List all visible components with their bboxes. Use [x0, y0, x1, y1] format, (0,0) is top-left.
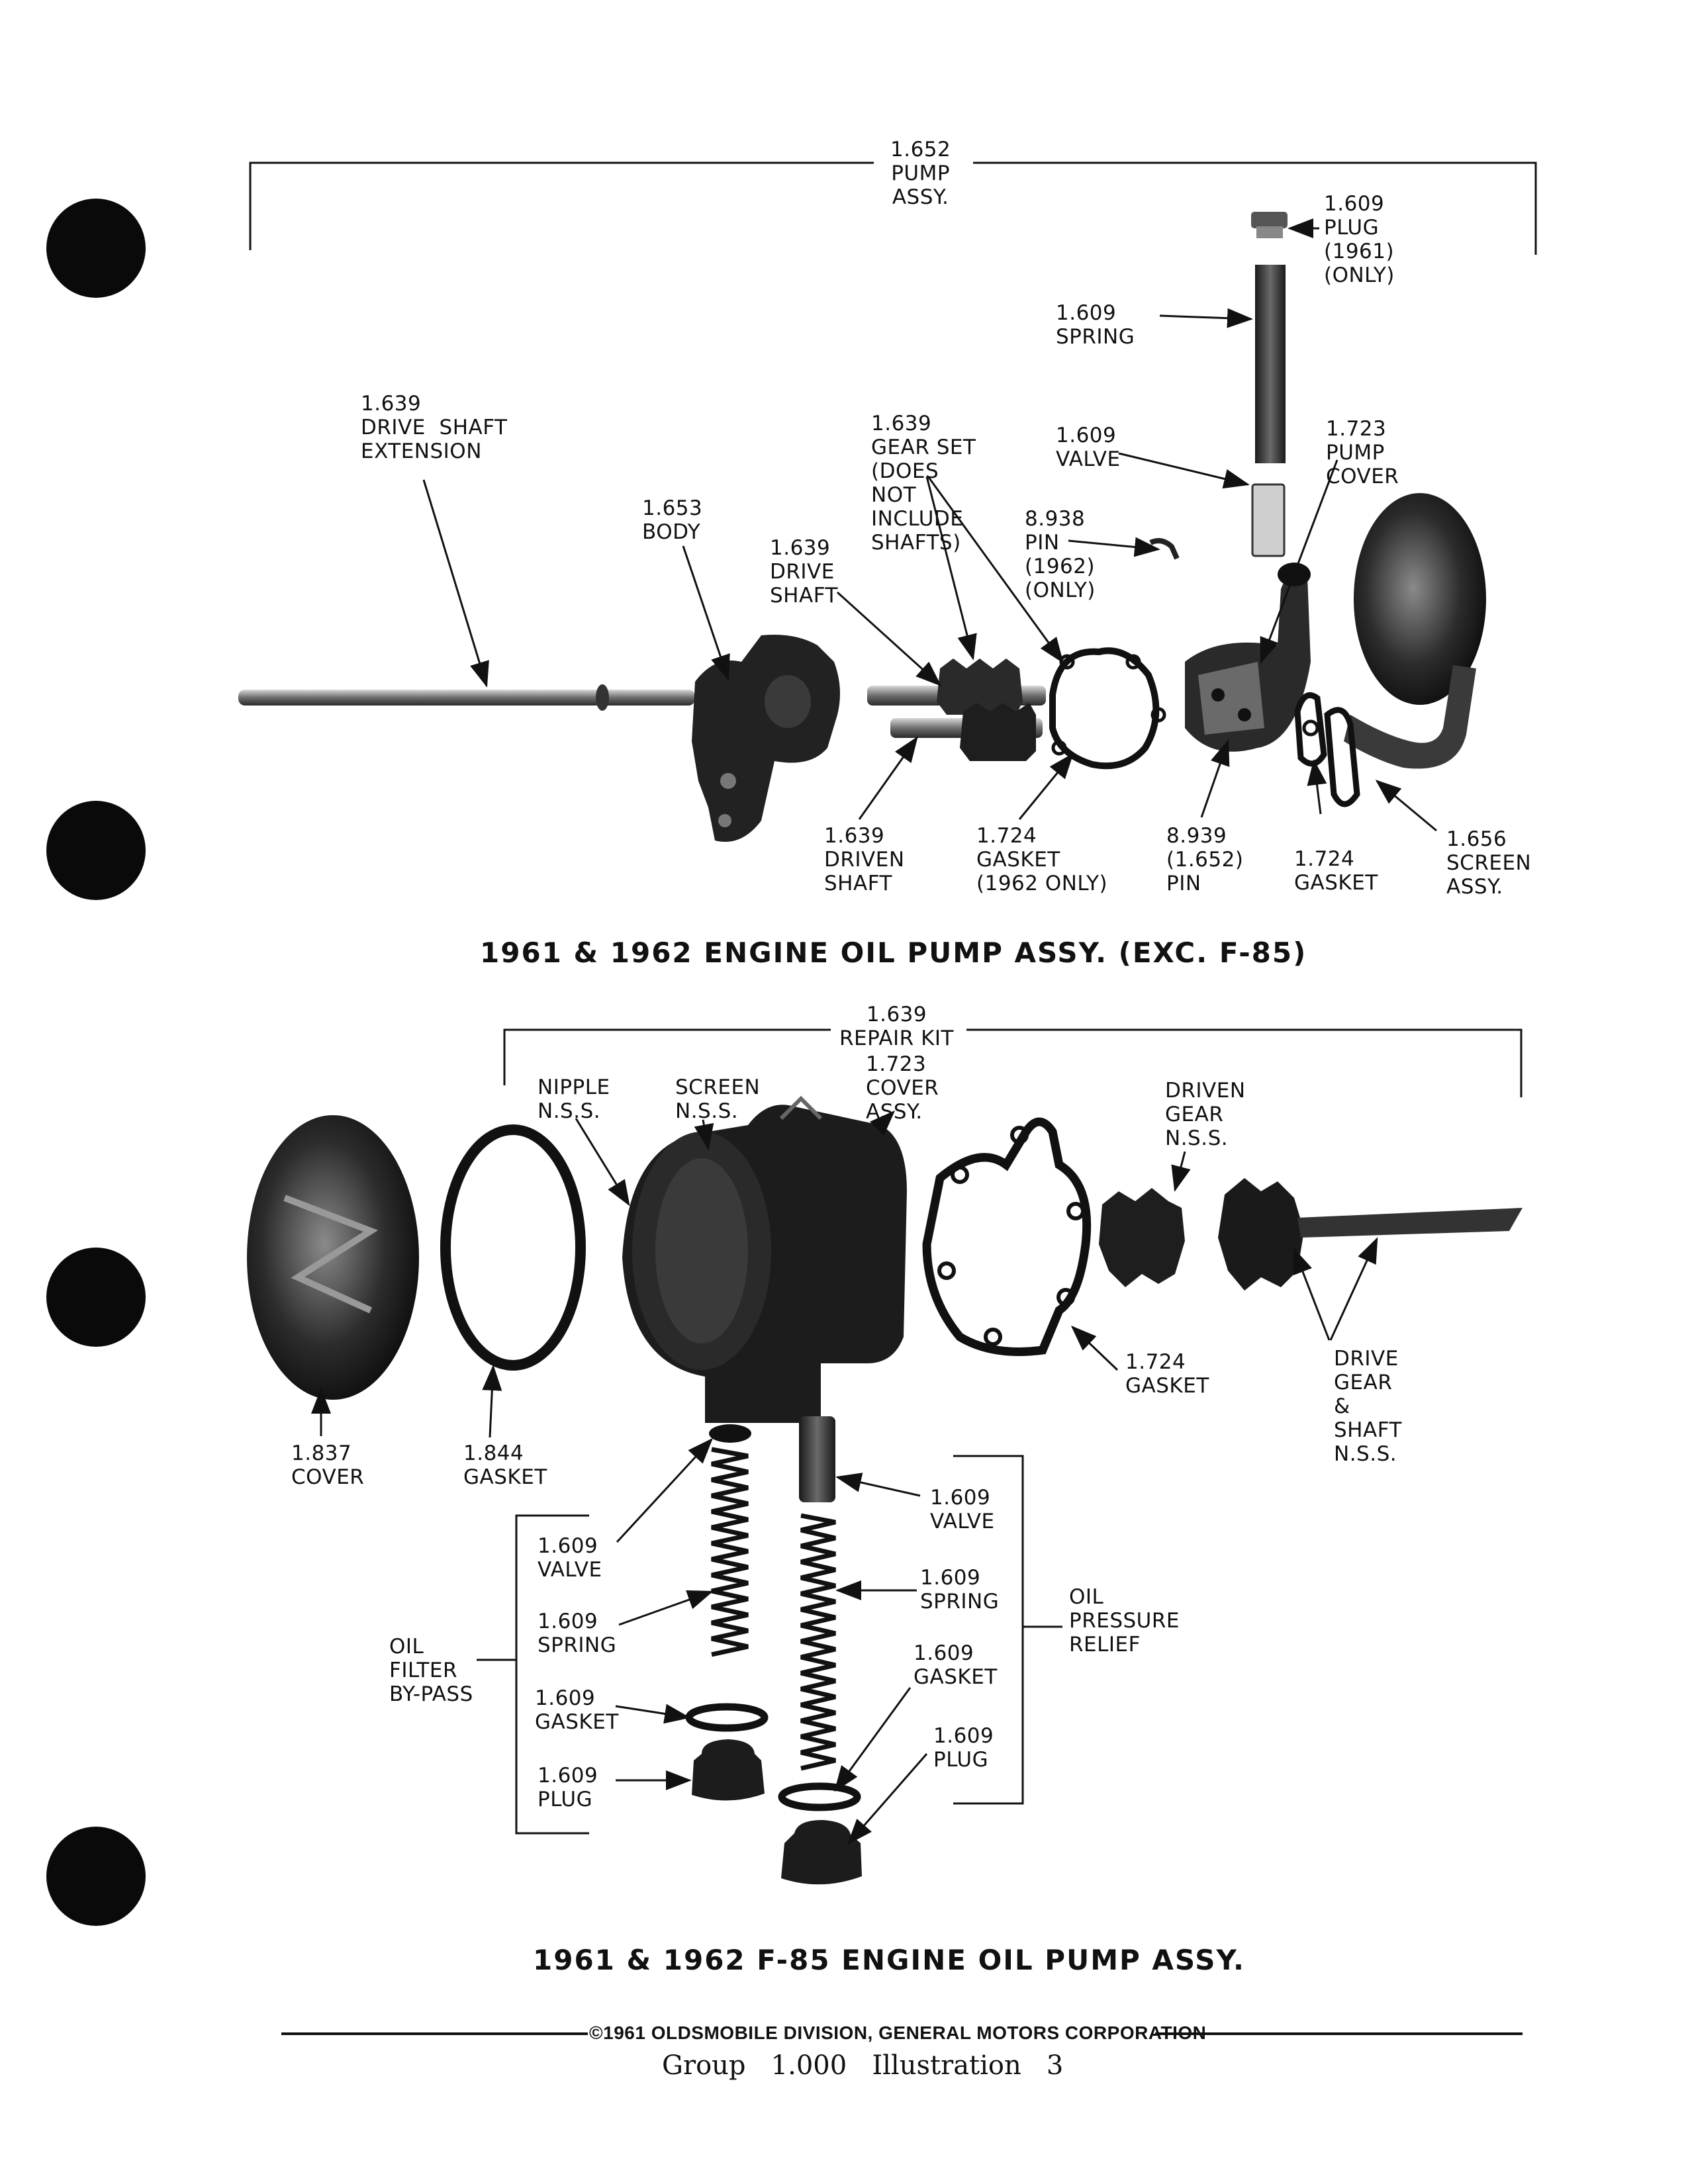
footer-group-line: Group 1.000 Illustration 3 — [662, 2050, 1064, 2081]
caption-top-diagram: 1961 & 1962 ENGINE OIL PUMP ASSY. (EXC. … — [480, 936, 1307, 969]
label-cover-assy: 1.723 COVER ASSY. — [866, 1052, 939, 1124]
label-valve-top: 1.609 VALVE — [1056, 424, 1121, 471]
small-gasket — [1294, 692, 1327, 767]
cover-1837 — [247, 1115, 419, 1400]
label-gasket-right: 1.609 GASKET — [914, 1641, 998, 1689]
pump-cover — [1185, 563, 1311, 752]
bottom-repair-kit-bracket — [503, 1028, 1523, 1097]
bypass-stack — [685, 1424, 769, 1801]
gasket-1962 — [1049, 647, 1166, 770]
label-spring-left: 1.609 SPRING — [538, 1610, 617, 1657]
label-spring-right: 1.609 SPRING — [920, 1566, 1000, 1614]
label-pin-1962: 8.938 PIN (1962) (ONLY) — [1025, 507, 1096, 602]
label-valve-right: 1.609 VALVE — [930, 1486, 995, 1533]
label-nipple: NIPPLE N.S.S. — [538, 1075, 610, 1123]
label-gear-set: 1.639 GEAR SET (DOES NOT INCLUDE SHAFTS) — [871, 412, 976, 555]
f85-gears — [1099, 1178, 1523, 1291]
binder-hole-2 — [46, 801, 146, 900]
label-pump-cover: 1.723 PUMP COVER — [1326, 417, 1399, 488]
label-screen-assy: 1.656 SCREEN ASSY. — [1446, 827, 1532, 899]
label-gasket-1724-bottom: 1.724 GASKET — [1125, 1350, 1209, 1398]
label-drive-shaft-extension: 1.639 DRIVE SHAFT EXTENSION — [361, 392, 508, 463]
label-plug-right: 1.609 PLUG — [933, 1724, 994, 1772]
label-plug: 1.609 PLUG (1961) (ONLY) — [1324, 192, 1395, 287]
screen-assy — [1324, 493, 1486, 807]
drive-shaft-extension — [238, 684, 695, 711]
pump-body — [692, 635, 840, 842]
gasket-ring-1844 — [440, 1124, 586, 1371]
top-valve-stack — [1149, 212, 1288, 560]
label-gasket-1724-top: 1.724 GASKET — [1294, 847, 1378, 895]
binder-hole-3 — [46, 1248, 146, 1347]
label-spring-top: 1.609 SPRING — [1056, 301, 1135, 349]
top-leader-lines — [422, 218, 1437, 832]
label-valve-left: 1.609 VALVE — [538, 1534, 602, 1582]
stack-brackets — [477, 1455, 1062, 1835]
label-pump-assy: 1.652 PUMP ASSY. — [890, 138, 951, 209]
binder-hole-4 — [46, 1827, 146, 1926]
label-drive-gear-shaft: DRIVE GEAR & SHAFT N.S.S. — [1334, 1347, 1402, 1466]
caption-bottom-diagram: 1961 & 1962 F-85 ENGINE OIL PUMP ASSY. — [533, 1944, 1245, 1976]
label-oil-pressure-relief: OIL PRESSURE RELIEF — [1069, 1585, 1180, 1657]
label-screen: SCREEN N.S.S. — [675, 1075, 761, 1123]
label-gasket-left: 1.609 GASKET — [535, 1686, 619, 1734]
label-oil-filter-bypass: OIL FILTER BY-PASS — [389, 1635, 473, 1706]
label-driven-shaft: 1.639 DRIVEN SHAFT — [824, 824, 905, 895]
label-driven-gear: DRIVEN GEAR N.S.S. — [1165, 1079, 1246, 1150]
f85-pump-body — [622, 1095, 907, 1423]
bottom-leader-lines — [311, 1110, 1378, 1845]
label-body: 1.653 BODY — [642, 496, 703, 544]
label-pin-8939: 8.939 (1.652) PIN — [1166, 824, 1244, 895]
binder-hole-1 — [46, 199, 146, 298]
label-gasket-1962: 1.724 GASKET (1962 ONLY) — [976, 824, 1108, 895]
gear-set-and-shafts — [867, 659, 1046, 761]
f85-gasket-1724 — [922, 1117, 1092, 1356]
top-pump-assy-bracket — [249, 161, 1537, 255]
label-cover-1837: 1.837 COVER — [291, 1441, 365, 1489]
label-gasket-1844: 1.844 GASKET — [463, 1441, 547, 1489]
relief-stack — [778, 1416, 862, 1885]
label-drive-shaft: 1.639 DRIVE SHAFT — [770, 536, 838, 608]
label-repair-kit: 1.639 REPAIR KIT — [839, 1003, 954, 1050]
footer-copyright: ©1961 OLDSMOBILE DIVISION, GENERAL MOTOR… — [589, 2023, 1207, 2043]
label-plug-left: 1.609 PLUG — [538, 1764, 598, 1811]
